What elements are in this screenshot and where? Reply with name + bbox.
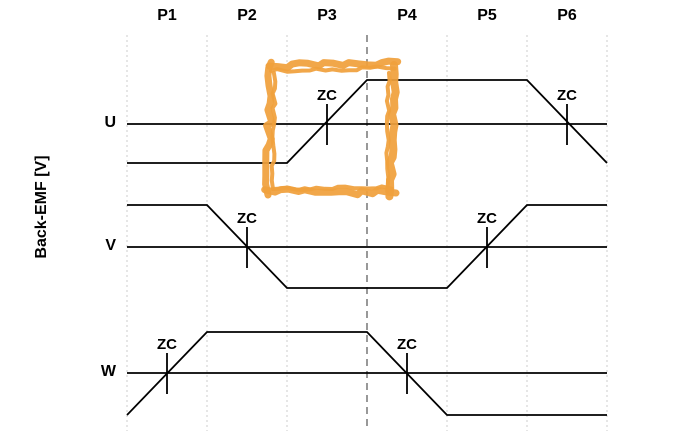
zc-label-v-2: ZC: [237, 210, 257, 227]
zero-crossing-ticks-group: [166, 104, 568, 394]
phase-label-p6: P6: [557, 7, 577, 24]
zero-axis-lines-group: [127, 123, 607, 374]
channel-label-v: V: [105, 237, 116, 254]
phase-label-p4: P4: [397, 7, 417, 24]
phase-label-p1: P1: [157, 7, 177, 24]
y-axis-title: Back-EMF [V]: [33, 155, 50, 259]
annotation-stroke-4: [269, 64, 397, 74]
zc-label-w-4: ZC: [157, 336, 177, 353]
zc-label-u-0: ZC: [317, 87, 337, 104]
gridlines-group: [126, 35, 608, 431]
waveform-trace-v: [127, 204, 607, 289]
phase-label-p5: P5: [477, 7, 497, 24]
waveform-trace-w: [126, 331, 607, 416]
waveform-trace-u: [127, 79, 608, 164]
phase-label-p3: P3: [317, 7, 337, 24]
phase-label-p2: P2: [237, 7, 257, 24]
zc-label-v-3: ZC: [477, 210, 497, 227]
annotation-stroke-6: [271, 184, 394, 192]
channel-label-w: W: [100, 363, 116, 380]
zc-label-w-5: ZC: [397, 336, 417, 353]
annotation-stroke-7: [269, 70, 278, 191]
waveform-traces-group: [126, 79, 608, 416]
orange-highlight-annotation: [261, 57, 402, 201]
annotation-stroke-0: [265, 57, 402, 72]
zc-label-u-1: ZC: [557, 87, 577, 104]
annotation-stroke-5: [384, 71, 392, 194]
channel-label-u: U: [104, 114, 116, 131]
annotation-stroke-1: [385, 61, 400, 201]
annotation-stroke-3: [262, 58, 276, 199]
